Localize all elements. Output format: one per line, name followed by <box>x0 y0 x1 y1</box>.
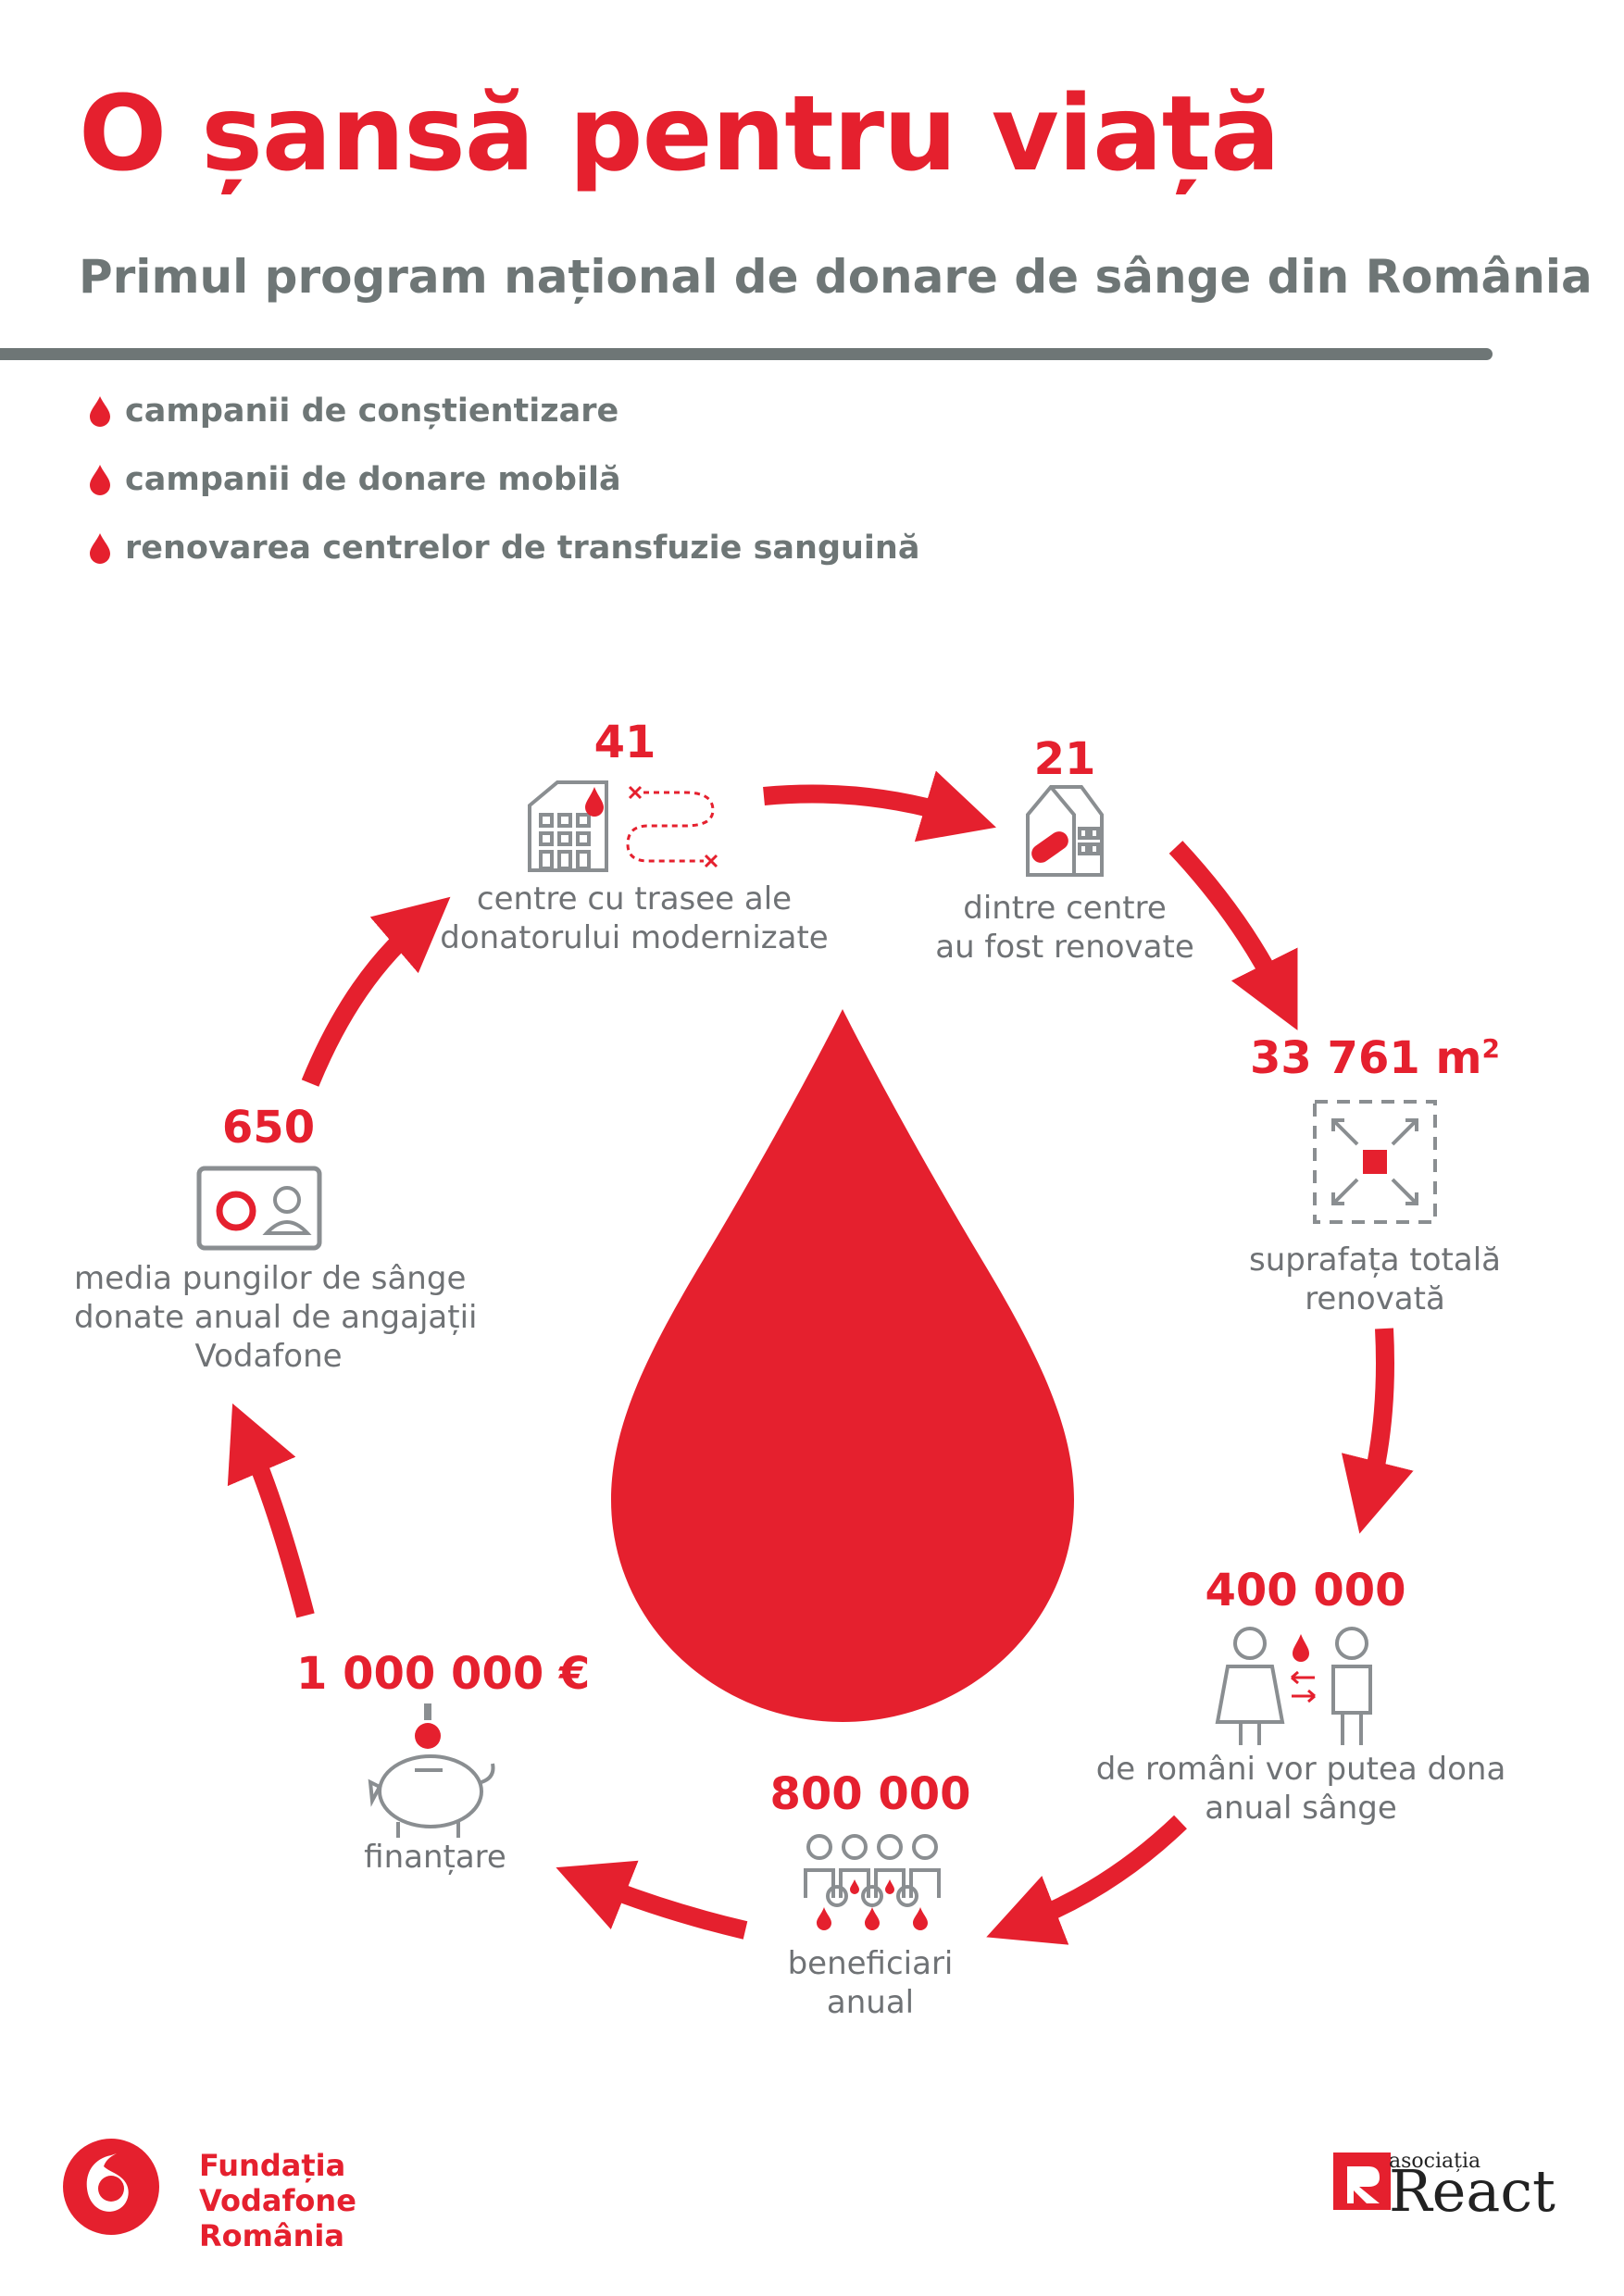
bullet-text: renovarea centrelor de transfuzie sangui… <box>125 530 920 567</box>
label-line: anual sânge <box>1205 1790 1397 1827</box>
header-divider <box>0 348 1493 360</box>
page-title: O șansă pentru viață <box>79 74 1280 194</box>
blood-drop-icon <box>90 396 110 427</box>
stat-label-centers-renovated: dintre centre au fost renovate <box>903 889 1227 967</box>
stat-value-donors: 400 000 <box>1205 1565 1406 1616</box>
stat-label-employee-bags: media pungilor de sânge donate anual de … <box>74 1259 478 1376</box>
bandage-icon <box>1031 831 1068 863</box>
react-small-text: asociația <box>1389 2150 1481 2173</box>
surface-number: 33 761 m <box>1250 1032 1482 1084</box>
label-line: centre cu trasee ale <box>476 880 793 917</box>
label-line: donate anual de angajații <box>74 1299 478 1336</box>
donor-exchange-icon <box>1215 1627 1372 1745</box>
building-icon <box>528 780 608 872</box>
cycle-arrow <box>763 770 996 842</box>
blood-drops-icon <box>817 1879 928 1930</box>
stat-label-centers-modernized: centre cu trasee ale donatorului moderni… <box>435 880 833 957</box>
page-subtitle: Primul program național de donare de sân… <box>79 250 1593 304</box>
label-line: dintre centre <box>963 890 1167 927</box>
stat-label-donors: de români vor putea dona anual sânge <box>1088 1750 1514 1828</box>
label-line: suprafața totală <box>1248 1242 1502 1279</box>
bullet-item: campanii de donare mobilă <box>88 461 621 498</box>
stat-value-centers-modernized: 41 <box>593 717 656 768</box>
stat-value-employee-bags: 650 <box>221 1102 316 1154</box>
cycle-arrow <box>986 1815 1187 1945</box>
coin-slot-icon <box>424 1703 431 1720</box>
stat-label-funding: finanțare <box>333 1838 537 1877</box>
stat-label-surface: suprafața totală renovată <box>1222 1241 1528 1318</box>
blood-drop-icon <box>1293 1634 1309 1662</box>
bullet-text: campanii de donare mobilă <box>125 461 621 498</box>
piggy-bank-icon <box>368 1754 495 1838</box>
label-line: anual <box>826 1984 915 2021</box>
logo-line: România <box>199 2218 344 2253</box>
stat-label-beneficiaries: beneficiari anual <box>731 1944 1009 2022</box>
crowd-icon <box>804 1834 941 1907</box>
react-wordmark: React <box>1389 2157 1555 2225</box>
label-line: media pungilor de sânge <box>74 1260 467 1297</box>
cycle-arrow <box>301 896 451 1087</box>
expand-area-icon <box>1313 1100 1437 1224</box>
label-line: Vodafone <box>194 1338 343 1375</box>
blood-drop-icon <box>90 465 110 495</box>
bullet-text: campanii de conștientizare <box>125 393 619 430</box>
label-line: au fost renovate <box>935 929 1194 966</box>
surface-unit-sup: 2 <box>1481 1033 1500 1064</box>
label-line: de români vor putea dona <box>1095 1751 1506 1788</box>
bullet-item: campanii de conștientizare <box>88 393 618 430</box>
exchange-arrows-icon <box>1291 1670 1316 1703</box>
logo-line: Fundația <box>199 2148 346 2183</box>
stat-value-surface: 33 761 m2 <box>1231 1032 1518 1084</box>
vodafone-foundation-name: Fundația Vodafone România <box>199 2148 356 2253</box>
stat-value-beneficiaries: 800 000 <box>769 1768 971 1820</box>
label-line: renovată <box>1305 1280 1445 1317</box>
vodafone-logo <box>63 2139 159 2235</box>
label-line: finanțare <box>364 1839 506 1876</box>
damaged-building-icon <box>1026 785 1104 877</box>
blood-drop-icon <box>90 533 110 564</box>
stat-value-funding: 1 000 000 € <box>296 1648 591 1700</box>
cycle-arrow <box>1168 841 1298 1030</box>
blood-drop-icon <box>585 787 604 817</box>
label-line: beneficiari <box>787 1945 954 1982</box>
coin-icon <box>415 1723 441 1749</box>
cycle-arrow <box>227 1403 315 1618</box>
stat-value-centers-renovated: 21 <box>1033 733 1096 785</box>
big-blood-drop-icon <box>611 1009 1074 1722</box>
logo-line: Vodafone <box>199 2183 356 2218</box>
bullet-item: renovarea centrelor de transfuzie sangui… <box>88 530 919 567</box>
vodafone-id-card-icon <box>196 1166 322 1251</box>
cycle-arrow <box>1341 1328 1414 1534</box>
label-line: donatorului modernizate <box>440 919 829 956</box>
cycle-arrow <box>556 1860 748 1940</box>
route-icon <box>626 785 718 868</box>
react-logo-mark <box>1333 2152 1391 2210</box>
